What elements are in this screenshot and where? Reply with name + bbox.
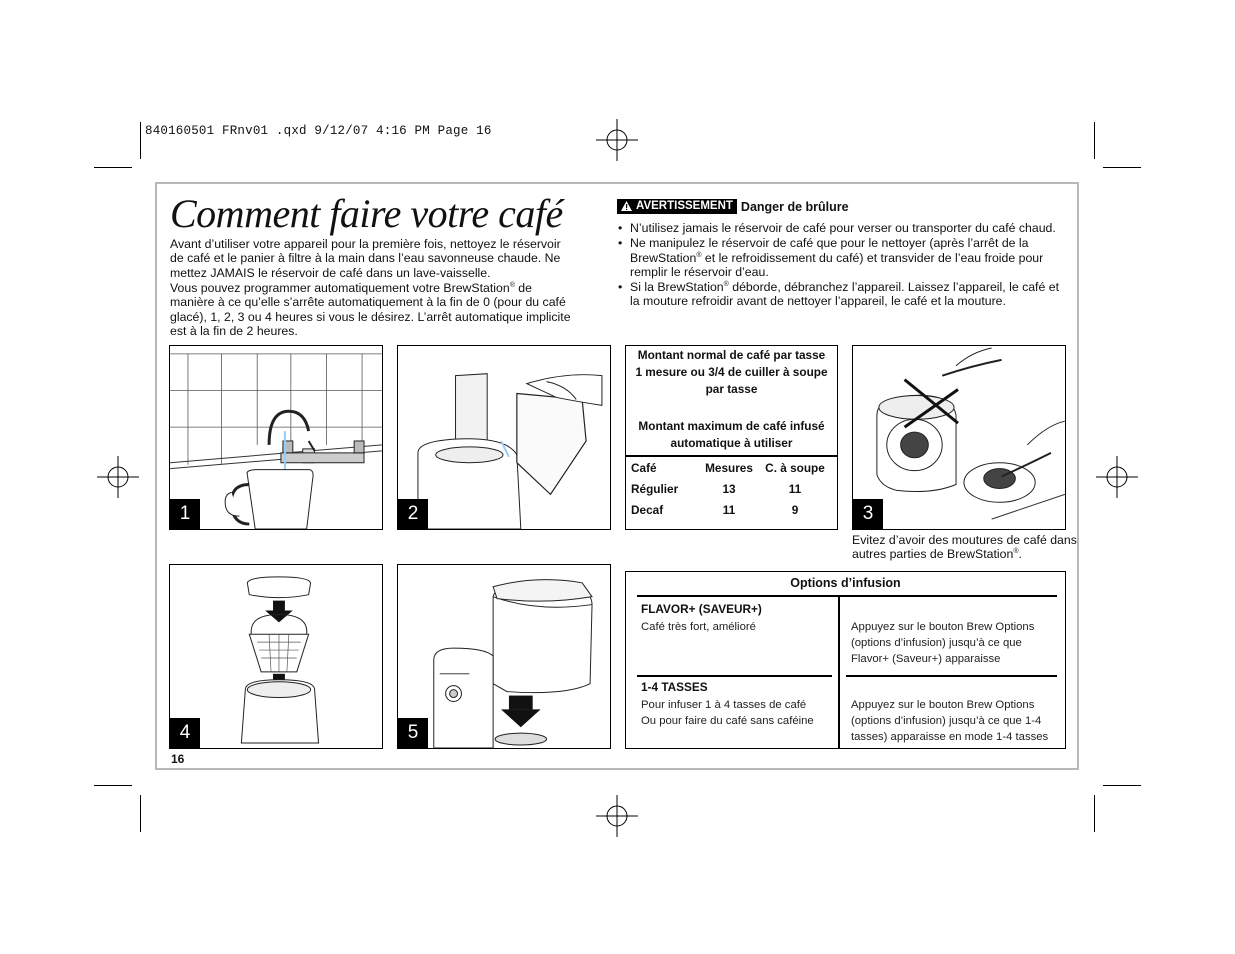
instruction-line: Appuyez sur le bouton Brew Options <box>851 621 1035 633</box>
crop-mark <box>1103 167 1141 168</box>
column-header: Mesures <box>705 461 753 475</box>
warning-list: N’utilisez jamais le réservoir de café p… <box>617 221 1069 310</box>
figure-2-pour-water: 2 <box>397 345 611 530</box>
option-instructions: Appuyez sur le bouton Brew Options (opti… <box>851 619 1034 667</box>
brew-options-table: Options d’infusion FLAVOR+ (SAVEUR+) Caf… <box>625 571 1066 749</box>
instruction-line: (options d’infusion) jusqu’à ce que <box>851 637 1022 649</box>
figure-4-insert-filter: 4 <box>169 564 383 749</box>
max-amount-header: Montant maximum de café infusé automatiq… <box>626 418 837 452</box>
crop-mark <box>140 122 141 159</box>
header-line: Montant maximum de café infusé <box>638 419 825 433</box>
warning-header: AVERTISSEMENT Danger de brûlure <box>617 199 849 214</box>
intro-paragraph-1: Avant d’utiliser votre appareil pour la … <box>170 237 561 280</box>
option-instructions: Appuyez sur le bouton Brew Options (opti… <box>851 697 1048 745</box>
crop-mark <box>94 785 132 786</box>
figure-number: 4 <box>170 718 200 748</box>
instruction-line: Flavor+ (Saveur+) apparaisse <box>851 653 1001 665</box>
registered-mark: ® <box>723 281 729 289</box>
registration-mark-icon <box>596 795 638 837</box>
warning-text: N’utilisez jamais le réservoir de café p… <box>630 221 1056 235</box>
pour-water-illustration <box>417 373 603 529</box>
header-line: par tasse <box>705 382 758 396</box>
registration-mark-icon <box>596 119 638 161</box>
table-cell: Régulier <box>631 482 679 496</box>
instruction-line: (options d’infusion) jusqu’à ce que 1-4 <box>851 715 1042 727</box>
filter-basket-illustration <box>240 576 320 744</box>
warning-text: et le refroidissement du café) et transv… <box>630 250 1044 279</box>
warning-triangle-icon <box>621 201 632 211</box>
figure-number: 2 <box>398 499 428 529</box>
option-description: Café très fort, amélioré <box>641 621 756 633</box>
warning-heading: Danger de brûlure <box>740 199 849 214</box>
intro-paragraph-2: Vous pouvez programmer automatiquement v… <box>170 281 575 338</box>
coffee-amount-table: Montant normal de café par tasse 1 mesur… <box>625 345 838 530</box>
warning-item: N’utilisez jamais le réservoir de café p… <box>617 221 1069 236</box>
table-divider <box>637 675 832 677</box>
figure-number: 5 <box>398 718 428 748</box>
table-divider <box>626 455 837 457</box>
table-cell: 13 <box>722 482 736 496</box>
intro-text: de manière à ce qu’elle s’arrête automat… <box>170 281 571 338</box>
warning-badge-label: AVERTISSEMENT <box>636 200 733 212</box>
warning-item: Si la BrewStation® déborde, débranchez l… <box>617 280 1069 309</box>
option-name: FLAVOR+ (SAVEUR+) <box>641 602 762 616</box>
page-title: Comment faire votre café <box>170 191 563 236</box>
figure-number: 3 <box>853 499 883 529</box>
cleaning-grounds-illustration <box>876 347 1065 520</box>
warning-text: Si la BrewStation <box>630 280 724 295</box>
table-row: Régulier 13 11 <box>631 482 829 496</box>
column-header: Café <box>631 461 657 475</box>
table-header-row: Café Mesures C. à soupe <box>631 461 829 475</box>
figure-1-fill-carafe: 1 <box>169 345 383 530</box>
instruction-line: tasses) apparaisse en mode 1-4 tasses <box>851 731 1049 743</box>
slug-line: 840160501 FRnv01 .qxd 9/12/07 4:16 PM Pa… <box>145 124 492 138</box>
caption-text: Evitez d’avoir des moutures de café dans… <box>852 533 1077 562</box>
option-name: 1-4 TASSES <box>641 680 708 694</box>
registration-mark-icon <box>97 456 139 498</box>
header-line: Montant normal de café par tasse <box>637 348 826 362</box>
registered-mark: ® <box>509 281 515 289</box>
figure-5-close-lid: 5 <box>397 564 611 749</box>
table-cell: Decaf <box>631 503 664 517</box>
figure-3-clean-grounds: 3 <box>852 345 1066 530</box>
column-header: C. à soupe <box>765 461 825 475</box>
table-divider <box>637 595 1057 597</box>
header-line: 1 mesure ou 3/4 de cuiller à soupe <box>635 365 828 379</box>
crop-mark <box>1103 785 1141 786</box>
option-description: Pour infuser 1 à 4 tasses de café Ou pou… <box>641 697 814 729</box>
warning-text: déborde, débranchez l’appareil. Laissez … <box>630 280 1059 309</box>
crop-mark <box>140 795 141 832</box>
table-divider <box>838 596 840 748</box>
page-number: 16 <box>171 752 185 766</box>
crop-mark <box>1094 122 1095 159</box>
table-cell: 11 <box>722 503 736 517</box>
registered-mark: ® <box>1013 548 1019 556</box>
intro-text: Vous pouvez programmer automatiquement v… <box>170 281 510 295</box>
registered-mark: ® <box>696 251 702 259</box>
crop-mark <box>1094 795 1095 832</box>
figure-3-caption: Evitez d’avoir des moutures de café dans… <box>852 533 1082 562</box>
description-line: Ou pour faire du café sans caféine <box>641 715 814 727</box>
warning-text: Ne manipulez le réservoir de café que po… <box>630 236 1029 265</box>
table-divider <box>846 675 1057 677</box>
header-line: automatique à utiliser <box>670 436 793 450</box>
normal-amount-header: Montant normal de café par tasse 1 mesur… <box>626 347 837 398</box>
table-cell: 11 <box>788 482 802 496</box>
description-line: Pour infuser 1 à 4 tasses de café <box>641 699 807 711</box>
caption-text: . <box>1018 547 1022 562</box>
warning-badge: AVERTISSEMENT <box>617 199 737 214</box>
table-row: Decaf 11 9 <box>631 503 829 517</box>
table-cell: 9 <box>791 503 799 517</box>
sink-faucet-illustration <box>170 353 382 529</box>
page-frame <box>155 182 1079 770</box>
registration-mark-icon <box>1096 456 1138 498</box>
brewstation-illustration <box>433 579 593 748</box>
crop-mark <box>94 167 132 168</box>
options-title: Options d’infusion <box>790 576 901 590</box>
instruction-line: Appuyez sur le bouton Brew Options <box>851 699 1035 711</box>
warning-item: Ne manipulez le réservoir de café que po… <box>617 236 1069 279</box>
figure-number: 1 <box>170 499 200 529</box>
